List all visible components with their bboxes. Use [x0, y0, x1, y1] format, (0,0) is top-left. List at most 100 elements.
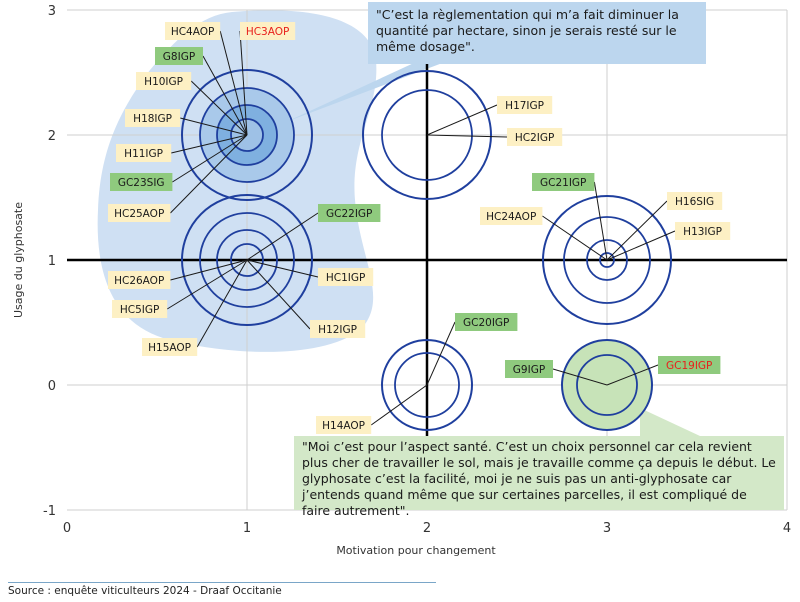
- leader-line: [190, 80, 248, 136]
- leader-line: [542, 215, 608, 261]
- point-label-text: HC1IGP: [326, 272, 365, 284]
- point-label-box: [455, 313, 518, 331]
- leader-line: [239, 30, 248, 136]
- point-label-text: HC3AOP: [246, 26, 290, 38]
- point-label-text: H12IGP: [318, 324, 357, 336]
- point-label-box: [310, 320, 366, 338]
- point-label-box: [116, 144, 172, 162]
- point-label-text: HC24AOP: [486, 211, 536, 223]
- leader-line: [246, 259, 319, 278]
- point-label-text: H13IGP: [683, 226, 722, 238]
- bubble-ring: [542, 195, 672, 325]
- bubble-ring: [586, 239, 628, 281]
- quote-annotation-health: "Moi c’est pour l’aspect santé. C’est un…: [294, 436, 784, 518]
- point-label-text: G9IGP: [513, 364, 545, 376]
- point-label-text: HC25AOP: [114, 208, 164, 220]
- leader-lines: [166, 30, 676, 426]
- point-label-text: H10IGP: [144, 76, 183, 88]
- bubble-ring: [181, 194, 313, 326]
- point-label-box: [108, 271, 171, 289]
- point-label-box: [318, 268, 374, 286]
- leader-line: [171, 134, 248, 154]
- point-label-box: [507, 128, 563, 146]
- point-label-box: [658, 356, 721, 374]
- source-note: Source : enquête viticulteurs 2024 - Dra…: [8, 585, 282, 597]
- point-label-text: G8IGP: [163, 51, 195, 63]
- leader-line: [552, 368, 608, 386]
- x-axis-title: Motivation pour changement: [336, 544, 496, 557]
- point-label-box: [142, 338, 198, 356]
- point-label-box: [108, 204, 171, 222]
- quote-annotation-regulation: "C’est la règlementation qui m’a fait di…: [368, 2, 706, 64]
- point-label-box: [675, 222, 731, 240]
- y-tick-label: 3: [48, 4, 56, 19]
- leader-line: [426, 134, 508, 138]
- bubble-ring: [599, 252, 615, 268]
- point-label-text: GC20IGP: [463, 317, 509, 329]
- leader-line: [202, 55, 248, 136]
- x-tick-label: 1: [243, 521, 251, 536]
- point-label-box: [125, 109, 181, 127]
- leader-line: [426, 104, 498, 136]
- leader-line: [219, 30, 248, 136]
- point-label-text: HC26AOP: [114, 275, 164, 287]
- bubble-ring: [381, 89, 473, 181]
- bubble-ring: [362, 70, 492, 200]
- point-label-text: GC21IGP: [540, 177, 586, 189]
- leader-line: [606, 200, 668, 261]
- point-label-box: [318, 204, 381, 222]
- x-tick-label: 2: [423, 521, 431, 536]
- green-highlight-zone: [640, 408, 700, 436]
- bubble-ring: [230, 243, 264, 277]
- leader-line: [172, 134, 248, 183]
- point-label-box: [497, 96, 553, 114]
- leader-line: [166, 259, 248, 310]
- leader-line: [606, 230, 676, 261]
- point-label-text: GC22IGP: [326, 208, 372, 220]
- leader-line: [180, 117, 248, 136]
- point-label-text: GC19IGP: [666, 360, 712, 372]
- point-label-box: [316, 416, 372, 434]
- leader-line: [593, 181, 608, 261]
- x-tick-label: 0: [63, 521, 71, 536]
- bubble-ring: [576, 354, 638, 416]
- leader-line: [170, 134, 248, 214]
- axes: [67, 62, 787, 510]
- y-tick-label: -1: [43, 504, 56, 519]
- bubble-ring: [216, 229, 278, 291]
- point-label-text: H18IGP: [133, 113, 172, 125]
- bubble-ring: [563, 216, 651, 304]
- point-label-text: H14AOP: [322, 420, 365, 432]
- y-axis-title: Usage du glyphosate: [12, 202, 25, 318]
- leader-line: [170, 259, 248, 281]
- leader-line: [246, 259, 311, 330]
- leader-line: [246, 212, 319, 261]
- x-tick-label: 3: [603, 521, 611, 536]
- point-label-text: H16SIG: [675, 196, 714, 208]
- y-tick-label: 1: [48, 254, 56, 269]
- point-label-box: [110, 173, 173, 191]
- leader-line: [606, 364, 659, 386]
- point-label-box: [480, 207, 543, 225]
- leader-line: [426, 321, 456, 386]
- point-label-text: HC4AOP: [171, 26, 215, 38]
- bubble-ring: [394, 352, 460, 418]
- x-tick-label: 4: [783, 521, 791, 536]
- y-tick-label: 0: [48, 379, 56, 394]
- source-divider: [8, 582, 436, 583]
- point-label-text: GC23SIG: [118, 177, 165, 189]
- point-label-box: [505, 360, 553, 378]
- point-label-text: HC5IGP: [120, 304, 159, 316]
- bubble-ring: [199, 212, 295, 308]
- leader-line: [370, 384, 428, 426]
- point-label-text: HC2IGP: [515, 132, 554, 144]
- point-label-box: [667, 192, 723, 210]
- point-label-text: H17IGP: [505, 100, 544, 112]
- tick-labels: 0 1 2 3 4 -1 0 1 2 3: [43, 4, 791, 536]
- bubble-ring: [381, 339, 473, 431]
- point-label-box: [136, 72, 192, 90]
- y-tick-label: 2: [48, 129, 56, 144]
- leader-line: [196, 259, 248, 348]
